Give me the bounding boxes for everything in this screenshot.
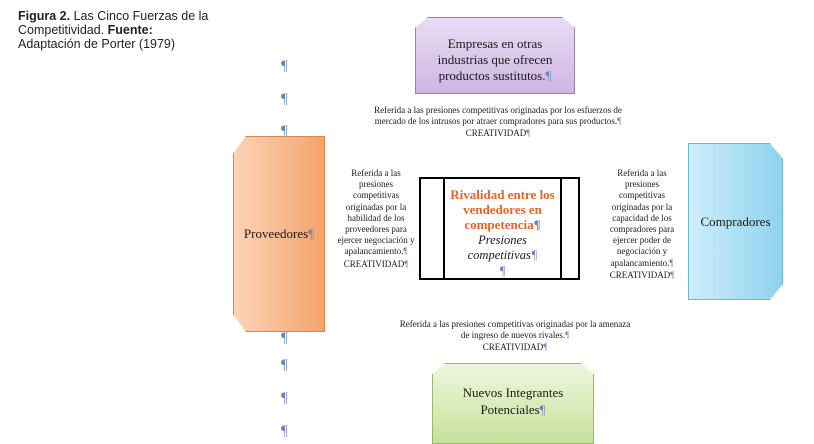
annotation-top: Referida a las presiones competitivas or… <box>370 105 626 140</box>
paragraph-mark-icon: ¶ <box>565 330 570 341</box>
creatividad-top: CREATIVIDAD <box>465 128 527 139</box>
paragraph-mark-icon: ¶ <box>281 123 288 139</box>
paragraph-mark-icon: ¶ <box>281 91 288 107</box>
rivalry-box: Rivalidad entre los vendedores en compet… <box>419 177 580 280</box>
rivalry-box-right-bar <box>560 179 562 278</box>
paragraph-mark-icon: ¶ <box>545 67 552 83</box>
paragraph-mark-icon: ¶ <box>308 226 315 241</box>
rivalry-text: Rivalidad entre los vendedores en compet… <box>445 187 560 279</box>
suppliers-box: Proveedores¶ <box>233 136 325 332</box>
annotation-bottom: Referida a las presiones competitivas or… <box>398 319 632 354</box>
creatividad-right: CREATIVIDAD <box>609 269 671 280</box>
paragraph-mark-icon: ¶ <box>281 330 288 346</box>
paragraph-mark-icon: ¶ <box>526 128 531 139</box>
paragraph-mark-icon: ¶ <box>669 257 674 268</box>
buyers-label: Compradores <box>700 213 771 229</box>
paragraph-mark-icon: ¶ <box>499 264 506 278</box>
rivalry-box-left-bar <box>443 179 445 278</box>
paragraph-mark-icon: ¶ <box>539 401 546 417</box>
paragraph-mark-icon: ¶ <box>281 58 288 74</box>
new-entrants-label: Nuevos Integrantes Potenciales <box>462 384 564 417</box>
buyers-box: Compradores <box>688 143 783 300</box>
creatividad-left: CREATIVIDAD <box>343 258 405 269</box>
paragraph-mark-icon: ¶ <box>530 248 538 262</box>
substitutes-box: Empresas en otras industrias que ofrecen… <box>415 17 575 94</box>
new-entrants-box: Nuevos Integrantes Potenciales¶ <box>432 363 594 444</box>
rivalry-subtitle: Presiones competitivas <box>467 233 531 262</box>
paragraph-mark-icon: ¶ <box>617 116 622 127</box>
figure-caption: Figura 2. Las Cinco Fuerzas de la Compet… <box>18 9 218 51</box>
paragraph-mark-icon: ¶ <box>281 423 288 439</box>
paragraph-mark-icon: ¶ <box>533 217 541 232</box>
rivalry-title: Rivalidad entre los vendedores en compet… <box>450 187 555 232</box>
paragraph-mark-icon: ¶ <box>403 246 408 257</box>
paragraph-mark-icon: ¶ <box>281 390 288 406</box>
creatividad-bottom: CREATIVIDAD <box>482 342 544 353</box>
annotation-bottom-text: Referida a las presiones competitivas or… <box>399 319 631 341</box>
substitutes-label: Empresas en otras industrias que ofrecen… <box>437 35 553 83</box>
paragraph-mark-icon: ¶ <box>281 357 288 373</box>
source-text: Adaptación de Porter (1979) <box>18 37 176 51</box>
source-label: Fuente: <box>107 23 153 37</box>
paragraph-mark-icon: ¶ <box>404 258 409 269</box>
paragraph-mark-icon: ¶ <box>543 342 548 353</box>
annotation-left-text: Referida a las presiones competitivas or… <box>337 168 415 257</box>
suppliers-label: Proveedores <box>243 226 309 241</box>
annotation-top-text: Referida a las presiones competitivas or… <box>374 105 622 127</box>
paragraph-mark-icon: ¶ <box>670 269 675 280</box>
figure-title: Las Cinco Fuerzas de la Competitividad. <box>18 9 209 37</box>
annotation-right: Referida a las presiones competitivas or… <box>601 168 683 281</box>
annotation-right-text: Referida a las presiones competitivas or… <box>609 168 675 268</box>
annotation-left: Referida a las presiones competitivas or… <box>337 168 415 270</box>
figure-label: Figura 2. <box>18 9 71 23</box>
